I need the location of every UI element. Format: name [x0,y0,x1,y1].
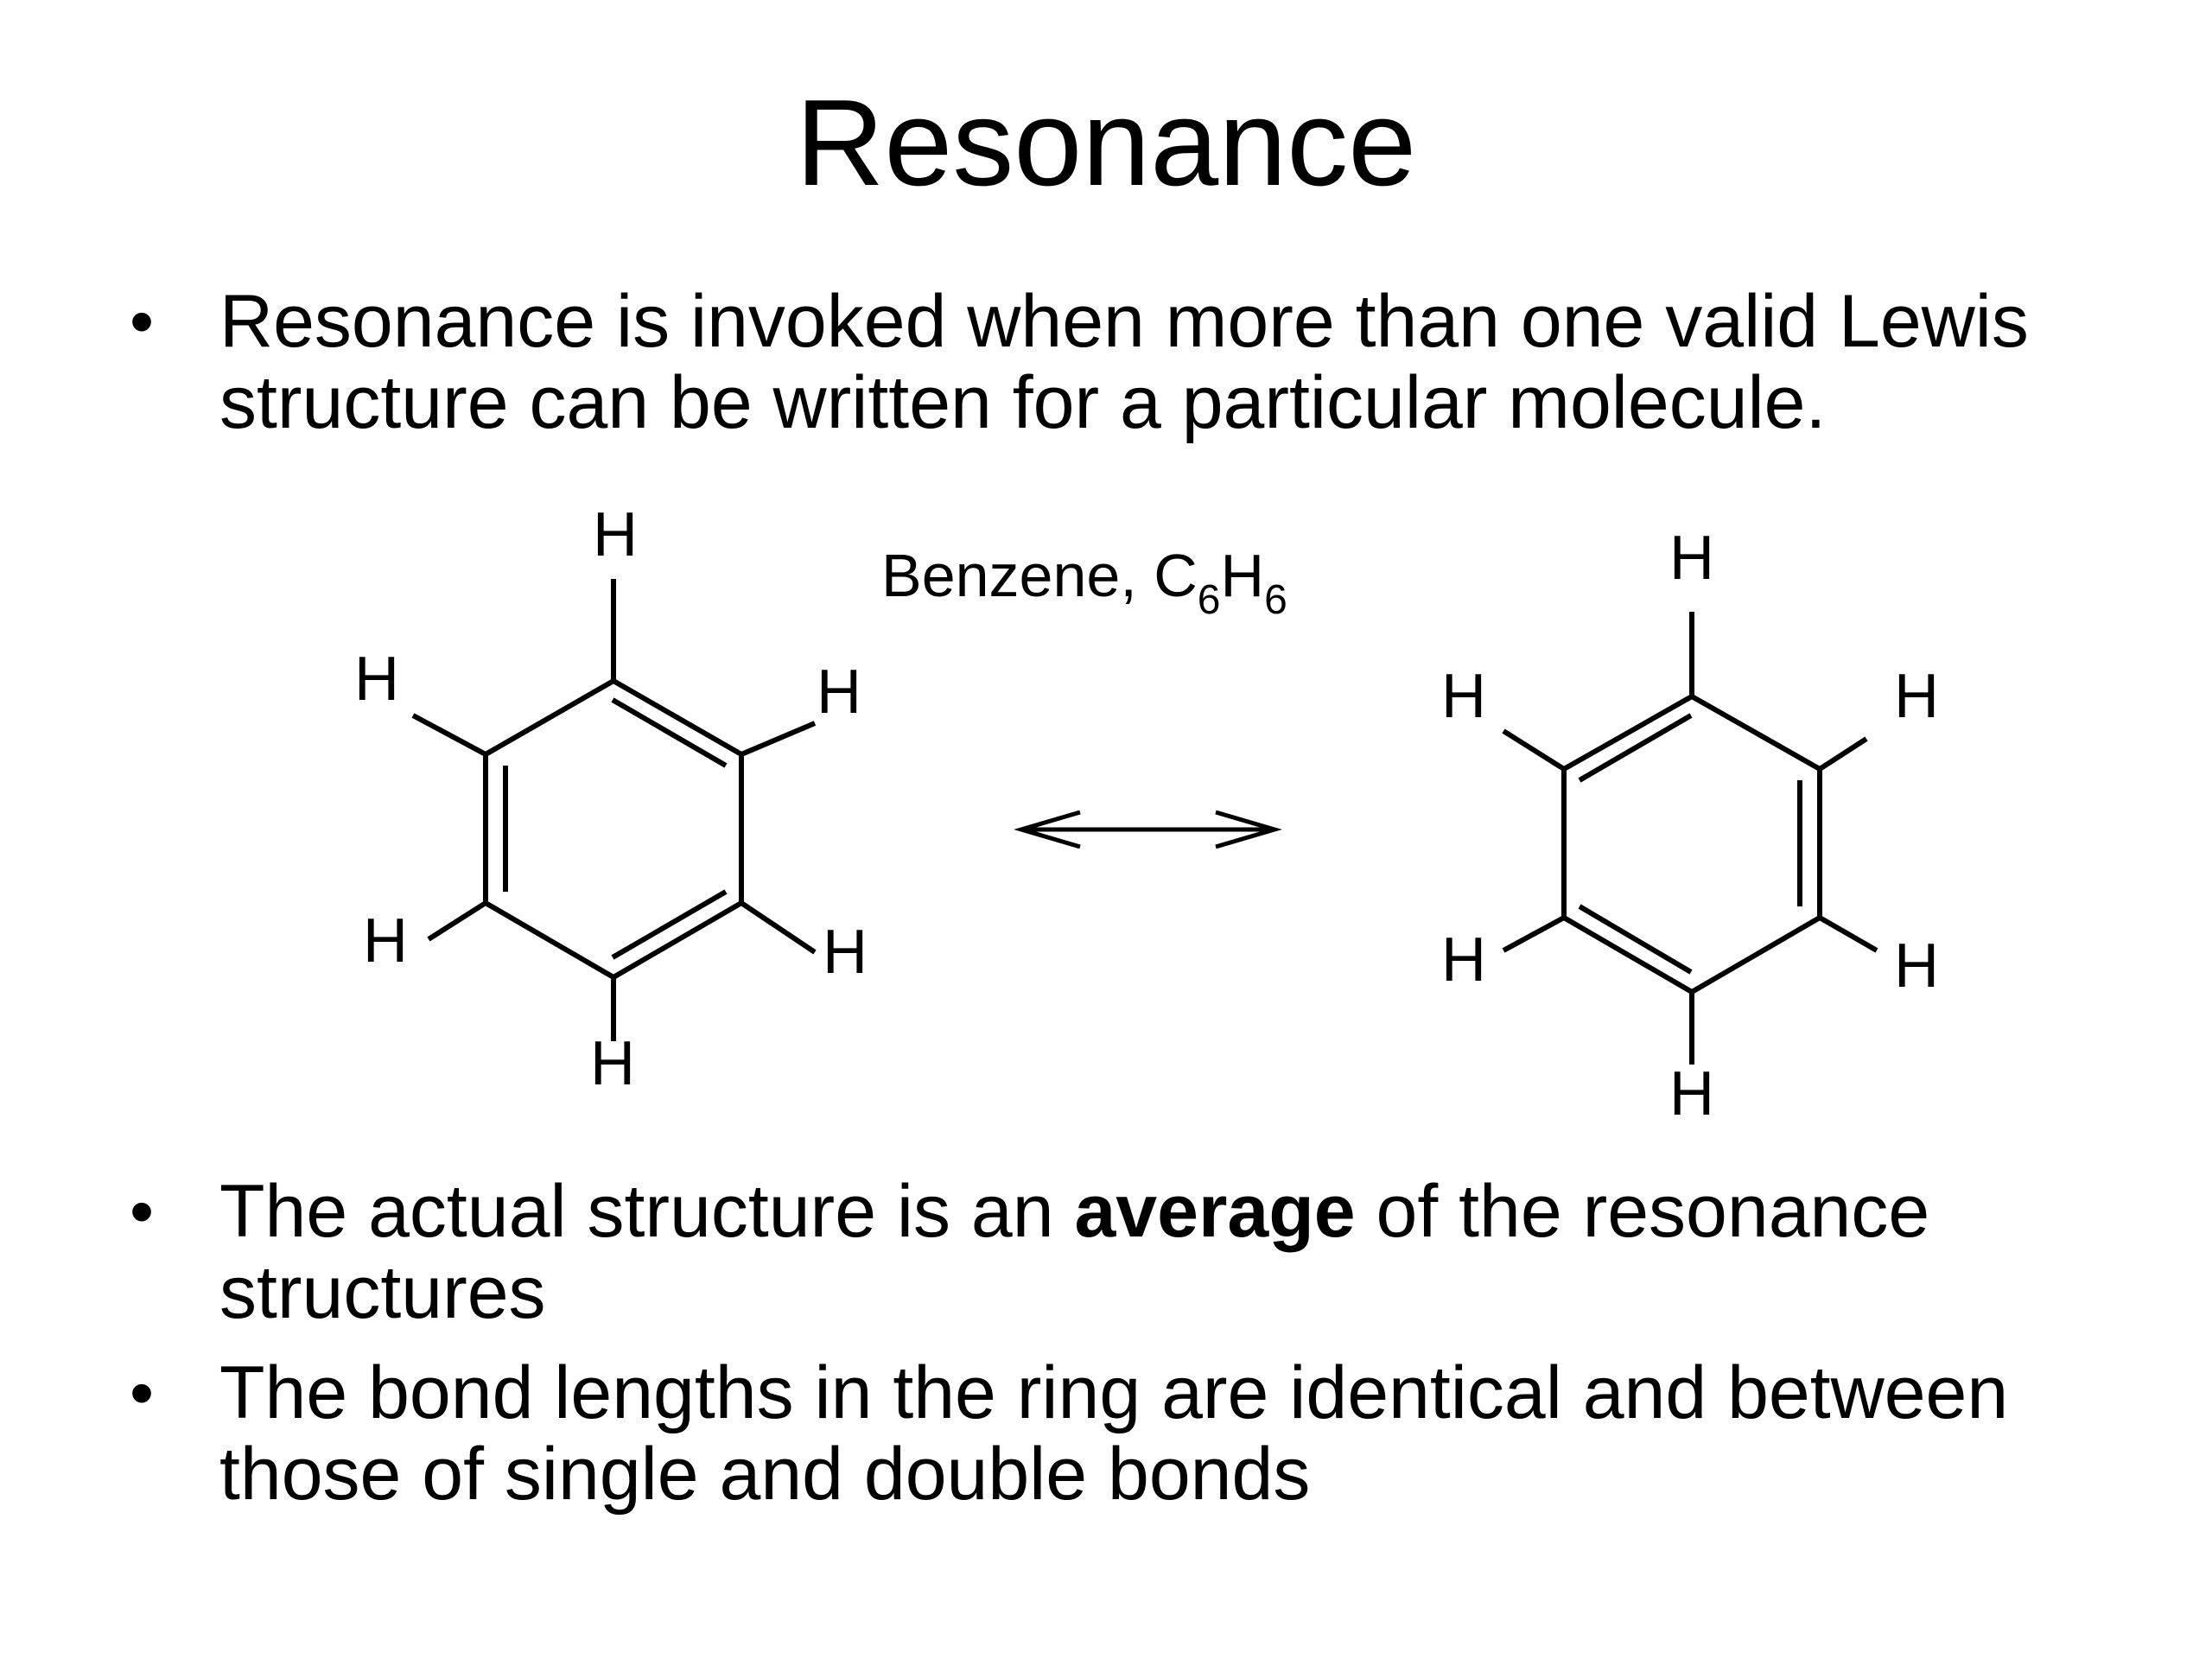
atom-label-h: H [590,1029,635,1098]
bullet-bond-lengths: • The bond lengths in the ring are ident… [130,1352,2152,1515]
resonance-arrow [1014,810,1282,849]
atom-label-h: H [593,500,638,569]
h-bond-left-lower-right [740,900,817,955]
double-bond-left-bottom-right [611,889,728,960]
double-bond-left-top-right [611,697,728,768]
bullet-resonance-definition: • Resonance is invoked when more than on… [130,281,2152,443]
label-main: Benzene, C [881,542,1198,609]
benzene-formula-label: Benzene, C6H6 [881,542,1287,623]
h-bond-right-lower-left [1502,915,1566,953]
intro-bullet-list: • Resonance is invoked when more than on… [130,281,2152,443]
arrow-head-left [1014,810,1081,849]
atom-label-h: H [823,918,868,987]
bullet-text-after: of the resonance structures [219,1170,1930,1334]
ring-bonds-right [1561,693,1822,995]
atom-label-h: H [817,658,861,727]
atom-label-h: H [354,645,399,714]
atom-label-h: H [1894,931,1939,1001]
bullet-marker: • [130,1354,155,1431]
hydrogen-labels-left: H H H H H H [354,500,868,1098]
atom-label-h: H [363,906,408,976]
bullet-text: The actual structure is an average of th… [219,1171,2152,1333]
atom-label-h: H [1669,524,1714,593]
atom-label-h: H [1669,1059,1714,1128]
h-bond-left-lower-left [427,900,487,942]
h-bond-right-upper-right [1818,736,1868,772]
h-bond-left-upper-right [740,721,817,757]
bullet-text: Resonance is invoked when more than one … [219,280,2029,444]
bullet-text: The bond lengths in the ring are identic… [219,1351,2009,1516]
hydrogen-labels-right: H H H H H H [1441,524,1939,1128]
atom-label-h: H [1441,662,1486,731]
benzene-resonance-diagram: H H H H H H Benzene, C6H6 H H H H H H [354,500,1939,1128]
arrow-head-right [1215,810,1282,849]
benzene-structure-left [411,579,817,1041]
bullet-marker: • [130,1173,155,1249]
benzene-structure-right [1502,612,1878,1065]
summary-bullet-list: • The actual structure is an average of … [130,1171,2152,1515]
atom-label-h: H [1894,662,1939,731]
slide-title: Resonance [795,74,1417,212]
double-bond-right-bottom-left [1578,904,1693,975]
h-bond-right-lower-right [1818,915,1878,953]
double-bond-right-top-left [1578,713,1693,783]
ring-bonds-left [483,677,744,981]
atom-label-h: H [1441,925,1486,995]
bullet-marker: • [130,283,155,359]
bullet-text-before: The actual structure is an [219,1170,1075,1253]
label-subscript-hydrogen: 6 [1264,577,1287,623]
bullet-average-structure: • The actual structure is an average of … [130,1171,2152,1333]
label-subscript-carbon: 6 [1198,577,1221,623]
h-bond-left-upper-left [411,713,487,757]
h-bond-right-upper-left [1502,728,1566,772]
bullet-text-bold: average [1074,1170,1356,1253]
label-hydrogen: H [1221,542,1265,609]
